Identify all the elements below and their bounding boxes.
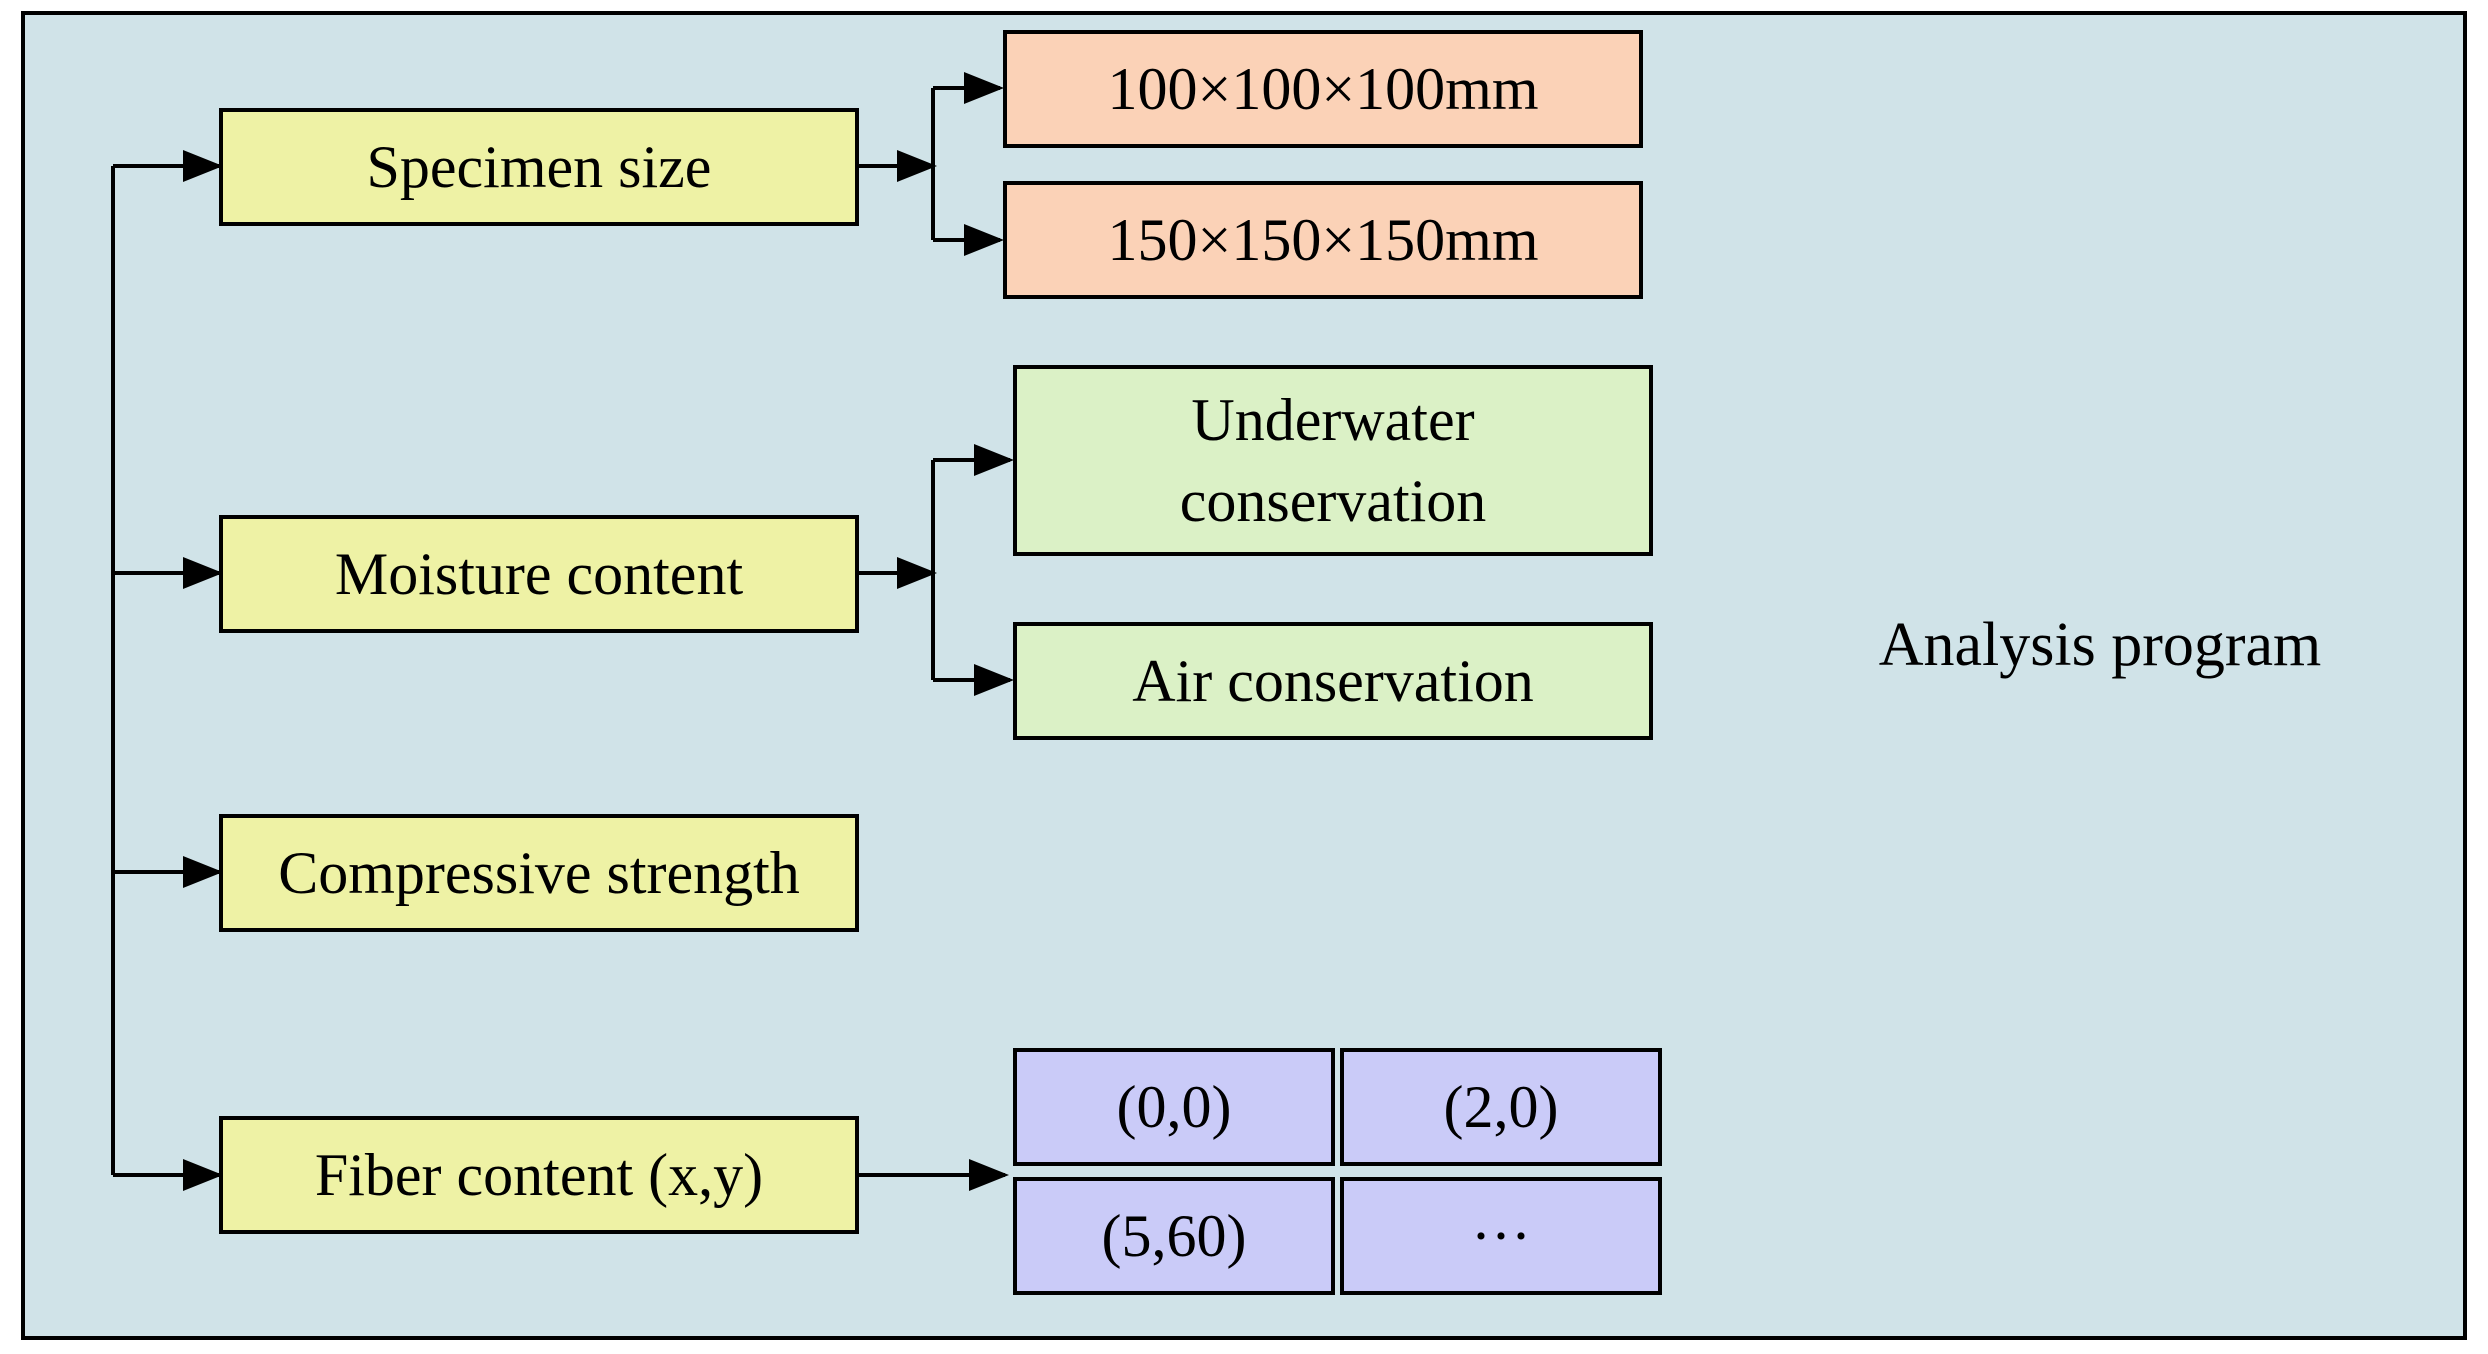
fiber-content-label: Fiber content (x,y) bbox=[314, 1141, 764, 1208]
size-100-box: 100×100×100mm bbox=[1003, 30, 1643, 148]
compressive-strength-box: Compressive strength bbox=[219, 814, 859, 932]
fiber-value-label: ··· bbox=[1471, 1202, 1531, 1269]
size-100-label: 100×100×100mm bbox=[1107, 55, 1539, 122]
fiber-value-label: (2,0) bbox=[1443, 1073, 1559, 1140]
fiber-value-cell: (2,0) bbox=[1340, 1048, 1662, 1166]
fiber-value-label: (5,60) bbox=[1101, 1202, 1247, 1269]
size-150-label: 150×150×150mm bbox=[1107, 206, 1539, 273]
specimen-size-label: Specimen size bbox=[366, 133, 712, 200]
underwater-conservation-box: Underwater conservation bbox=[1013, 365, 1653, 556]
fiber-value-cell: (0,0) bbox=[1013, 1048, 1335, 1166]
moisture-content-label: Moisture content bbox=[334, 540, 744, 607]
size-150-box: 150×150×150mm bbox=[1003, 181, 1643, 299]
fiber-value-label: (0,0) bbox=[1116, 1073, 1232, 1140]
analysis-program-caption: Analysis program bbox=[1878, 610, 2322, 679]
specimen-size-box: Specimen size bbox=[219, 108, 859, 226]
air-conservation-label: Air conservation bbox=[1132, 647, 1534, 714]
underwater-label-line1: Underwater bbox=[1191, 386, 1475, 453]
compressive-strength-label: Compressive strength bbox=[278, 839, 800, 906]
fiber-content-box: Fiber content (x,y) bbox=[219, 1116, 859, 1234]
fiber-value-cell: (5,60) bbox=[1013, 1177, 1335, 1295]
moisture-content-box: Moisture content bbox=[219, 515, 859, 633]
fiber-value-cell: ··· bbox=[1340, 1177, 1662, 1295]
air-conservation-box: Air conservation bbox=[1013, 622, 1653, 740]
underwater-label-line2: conservation bbox=[1179, 467, 1487, 534]
